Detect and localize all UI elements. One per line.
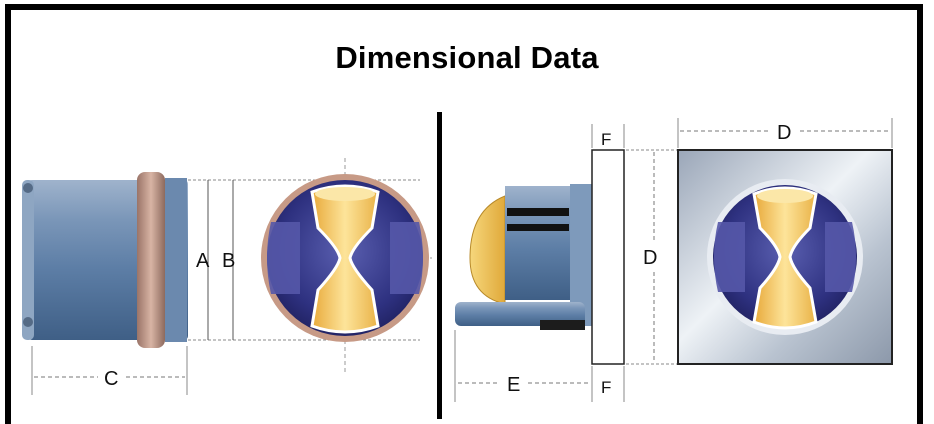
hourglass-element <box>752 186 818 330</box>
copper-ring <box>137 172 165 348</box>
left-side-view: A B C <box>22 158 432 395</box>
screw-icon <box>23 317 33 327</box>
lamp-body <box>505 186 571 300</box>
plate-side <box>591 149 625 365</box>
mount-collar <box>570 184 592 326</box>
center-divider <box>437 112 442 419</box>
outer-frame <box>5 4 923 424</box>
front-flange <box>165 178 187 342</box>
screw-icon <box>23 183 33 193</box>
hourglass-element <box>310 184 380 334</box>
dimension-label-c: C <box>104 368 118 390</box>
lens-cap <box>469 195 506 305</box>
dimension-label-e: E <box>507 374 520 396</box>
dimension-label-d-side: D <box>643 247 657 269</box>
dimension-label-f-bottom: F <box>601 378 611 397</box>
right-side-view: F F E D D <box>454 118 893 402</box>
page-title: Dimensional Data <box>335 40 599 75</box>
dimension-label-d-top: D <box>777 122 791 144</box>
dimension-label-a: A <box>196 250 210 272</box>
cylinder-rear-edge <box>22 180 34 340</box>
dimension-label-b: B <box>222 250 235 272</box>
dimension-label-f-top: F <box>601 130 611 149</box>
